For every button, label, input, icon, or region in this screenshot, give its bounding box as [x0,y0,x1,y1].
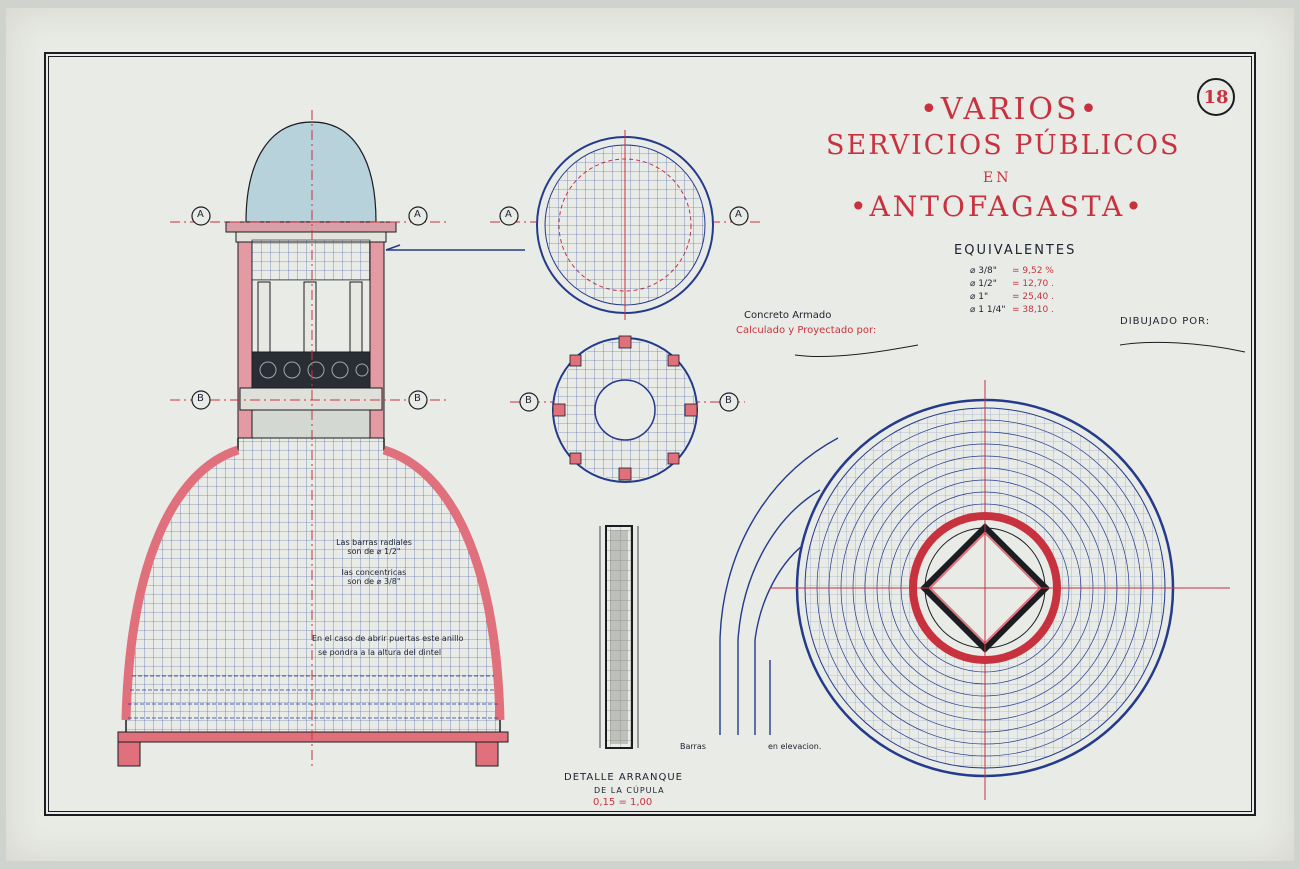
marker-a-plan-right [729,206,749,226]
dibujado-label: DIBUJADO POR: [1120,316,1211,327]
section-a-letter: A [735,209,742,220]
note-concentricas: las concentricas son de ⌀ 3/8" [341,568,407,586]
section-b-letter: B [197,393,204,404]
eq-row-in: ⌀ 3/8" [970,266,997,276]
eq-row-mm: = 38,10 . [1012,305,1054,315]
plan-section-a [490,130,760,320]
section-b-letter: B [725,395,732,406]
section-b-letter: B [414,393,421,404]
barras-label: Barras [680,742,706,751]
section-b-letter: B [525,395,532,406]
signature-flourish [1119,341,1246,353]
note-puertas-1: En el caso de abrir puertas este anillo [312,634,464,643]
calculado-label: Calculado y Proyectado por: [736,325,877,336]
section-a-letter: A [414,209,421,220]
detalle-scale: 0,15 = 1,00 [593,797,653,808]
note-radiales: Las barras radiales son de ⌀ 1/2" [336,538,412,556]
note-puertas-2: se pondra a la altura del dintel [318,648,442,657]
eq-row-in: ⌀ 1/2" [970,279,997,289]
inner-border [48,56,1252,812]
section-marker-b-left [191,390,211,410]
marker-b-plan-left [519,392,539,412]
eq-row-in: ⌀ 1" [970,292,989,302]
section-marker-a-left [191,206,211,226]
dome-plan [770,380,1230,800]
title-line-4: •ANTOFAGASTA• [850,190,1145,223]
sheet-number: 18 [1197,78,1235,116]
title-line-1: •VARIOS• [920,92,1101,127]
eq-row-in: ⌀ 1 1/4" [970,305,1006,315]
bars-elevation [719,437,839,735]
plan-section-b [510,335,745,483]
dome-elevation [117,110,525,770]
signature-underline [794,344,919,358]
section-marker-a-right [408,206,428,226]
section-a-letter: A [505,209,512,220]
marker-a-plan-left [499,206,519,226]
elevacion-label: en elevacion. [768,742,822,751]
marker-b-plan-right [719,392,739,412]
section-a-letter: A [197,209,204,220]
title-line-3: EN [983,170,1012,186]
detalle-subtitle: DE LA CÚPULA [594,786,665,795]
outer-border [44,52,1256,816]
section-marker-b-right [408,390,428,410]
equivalentes-heading: EQUIVALENTES [954,243,1077,258]
eq-row-mm: = 12,70 . [1012,279,1054,289]
title-line-2: SERVICIOS PÚBLICOS [826,130,1181,161]
eq-row-mm: = 9,52 % [1012,266,1054,276]
sheet-number-text: 18 [1203,86,1229,108]
detalle-title: DETALLE ARRANQUE [564,772,683,783]
concreto-armado-label: Concreto Armado [744,310,832,321]
eq-row-mm: = 25,40 . [1012,292,1054,302]
detail-column [599,525,639,749]
